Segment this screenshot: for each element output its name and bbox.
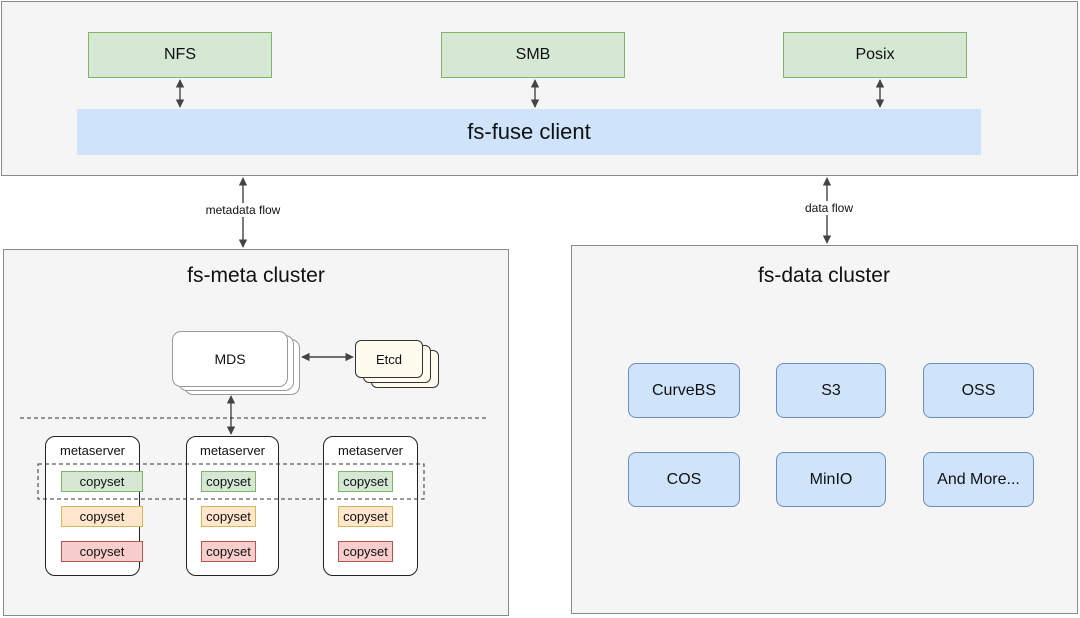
metaserver-3-copyset-3: copyset	[338, 541, 393, 562]
metaserver-3-title: metaserver	[337, 443, 404, 458]
data-cluster-panel	[571, 245, 1078, 614]
metaserver-1-copyset-2: copyset	[61, 506, 143, 527]
protocol-posix: Posix	[783, 32, 967, 78]
mds-node: MDS	[172, 331, 288, 387]
metaserver-1-copyset-1: copyset	[61, 471, 143, 492]
protocol-smb: SMB	[441, 32, 625, 78]
backend-minio: MinIO	[776, 452, 886, 507]
metaserver-3-copyset-2: copyset	[338, 506, 393, 527]
backend-curvebs: CurveBS	[628, 363, 740, 418]
backend-and-more: And More...	[923, 452, 1034, 507]
metaserver-2-copyset-1: copyset	[201, 471, 256, 492]
meta-cluster-title: fs-meta cluster	[187, 264, 325, 287]
protocol-nfs: NFS	[88, 32, 272, 78]
etcd-node: Etcd	[355, 340, 423, 378]
backend-s3: S3	[776, 363, 886, 418]
fuse-client: fs-fuse client	[77, 109, 981, 155]
metaserver-2-title: metaserver	[199, 443, 266, 458]
metadata-flow-label: metadata flow	[196, 203, 290, 217]
data-flow-label: data flow	[797, 201, 861, 215]
metaserver-2-copyset-2: copyset	[201, 506, 256, 527]
metaserver-1-copyset-3: copyset	[61, 541, 143, 562]
data-cluster-title: fs-data cluster	[758, 264, 890, 287]
metaserver-1-title: metaserver	[59, 443, 126, 458]
backend-cos: COS	[628, 452, 740, 507]
backend-oss: OSS	[923, 363, 1034, 418]
metaserver-3-copyset-1: copyset	[338, 471, 393, 492]
metaserver-2-copyset-3: copyset	[201, 541, 256, 562]
